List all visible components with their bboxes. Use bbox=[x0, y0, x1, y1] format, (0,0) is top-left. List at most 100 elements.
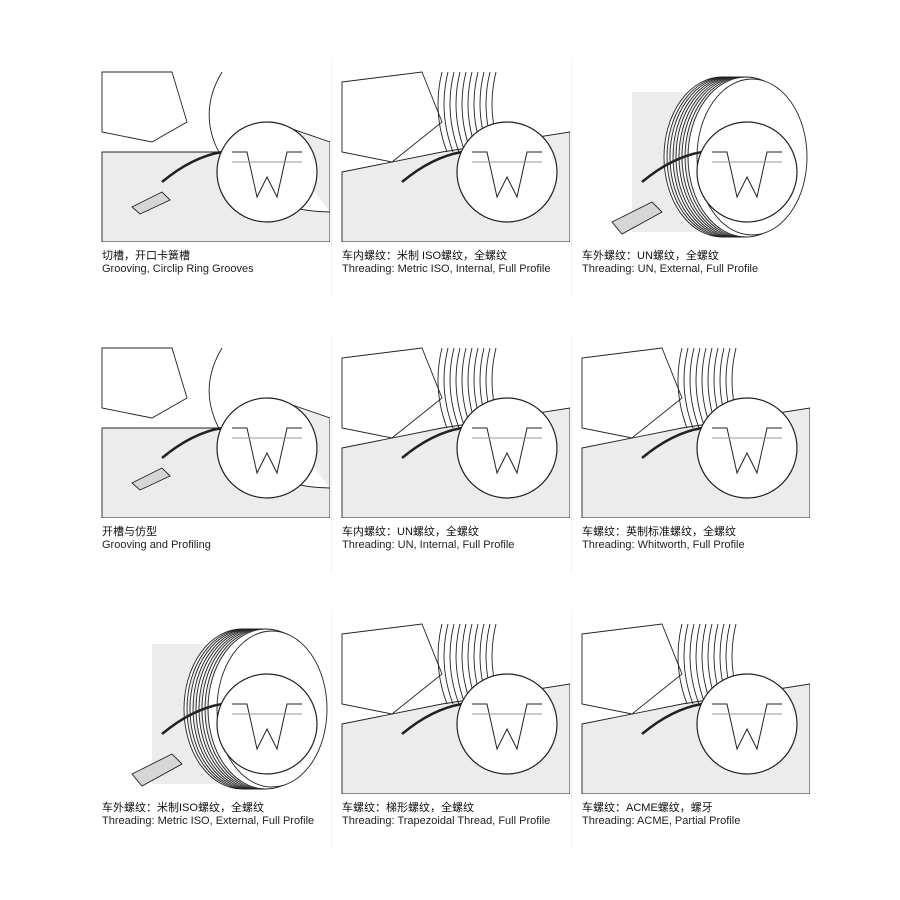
thread-profile bbox=[472, 703, 542, 751]
machining-illustration bbox=[581, 347, 810, 518]
insert bbox=[131, 191, 171, 215]
caption-zh: 车外螺纹：UN螺纹，全螺纹 bbox=[582, 250, 719, 262]
magnifier-circle bbox=[216, 397, 318, 499]
machining-illustration bbox=[581, 623, 810, 794]
caption-en: Threading: Trapezoidal Thread, Full Prof… bbox=[342, 815, 551, 827]
thread-profile bbox=[712, 703, 782, 751]
machining-illustration bbox=[341, 347, 570, 518]
tool-holder bbox=[101, 71, 188, 143]
thread-flank bbox=[677, 623, 688, 705]
machining-illustration bbox=[341, 71, 570, 242]
thread-flank bbox=[443, 71, 454, 153]
divider bbox=[571, 62, 572, 297]
tool-holder bbox=[341, 347, 443, 439]
thread-flank bbox=[695, 347, 706, 429]
tool-holder bbox=[581, 347, 683, 439]
divider bbox=[331, 614, 332, 849]
magnifier-circle bbox=[696, 673, 798, 775]
thread-flank bbox=[449, 347, 460, 429]
caption-en: Threading: UN, Internal, Full Profile bbox=[342, 539, 515, 551]
divider bbox=[331, 62, 332, 297]
caption-en: Grooving and Profiling bbox=[102, 539, 211, 551]
thread-flank bbox=[695, 623, 706, 705]
thread-profile bbox=[472, 151, 542, 199]
machining-illustration bbox=[341, 623, 570, 794]
caption-zh: 车外螺纹：米制ISO螺纹，全螺纹 bbox=[102, 802, 264, 814]
thread-profile bbox=[232, 427, 302, 475]
leader-line bbox=[641, 702, 703, 735]
magnifier-circle bbox=[456, 121, 558, 223]
caption-zh: 切槽，开口卡簧槽 bbox=[102, 250, 190, 262]
caption-zh: 车螺纹：梯形螺纹，全螺纹 bbox=[342, 802, 474, 814]
caption-zh: 车螺纹：英制标准螺纹，全螺纹 bbox=[582, 526, 736, 538]
tool-holder bbox=[131, 753, 183, 787]
tool-holder bbox=[341, 71, 443, 163]
caption-zh: 车内螺纹：UN螺纹，全螺纹 bbox=[342, 526, 479, 538]
leader-line bbox=[641, 426, 703, 459]
tool-holder bbox=[611, 201, 663, 235]
caption-en: Grooving, Circlip Ring Grooves bbox=[102, 263, 254, 275]
caption-en: Threading: ACME, Partial Profile bbox=[582, 815, 741, 827]
leader-line bbox=[401, 702, 463, 735]
caption-en: Threading: Whitworth, Full Profile bbox=[582, 539, 745, 551]
machining-illustration bbox=[101, 71, 330, 242]
thread-flank bbox=[689, 623, 700, 705]
thread-flank bbox=[455, 71, 466, 153]
machining-illustration bbox=[101, 347, 330, 518]
magnifier-circle bbox=[696, 397, 798, 499]
leader-line bbox=[401, 426, 463, 459]
thread-flank bbox=[677, 347, 688, 429]
caption-en: Threading: Metric ISO, External, Full Pr… bbox=[102, 815, 315, 827]
magnifier-circle bbox=[696, 121, 798, 223]
thread-flank bbox=[437, 71, 448, 153]
thread-flank bbox=[449, 623, 460, 705]
tool-holder bbox=[101, 347, 188, 419]
caption-zh: 车内螺纹：米制 ISO螺纹，全螺纹 bbox=[342, 250, 508, 262]
leader-line bbox=[161, 426, 223, 459]
caption-zh: 开槽与仿型 bbox=[102, 526, 157, 538]
magnifier-circle bbox=[456, 397, 558, 499]
caption-zh: 车螺纹：ACME螺纹，螺牙 bbox=[582, 802, 713, 814]
thread-profile bbox=[712, 151, 782, 199]
magnifier-circle bbox=[216, 673, 318, 775]
thread-profile bbox=[712, 427, 782, 475]
thread-flank bbox=[455, 623, 466, 705]
machining-illustration bbox=[611, 76, 808, 238]
thread-flank bbox=[683, 347, 694, 429]
leader-line bbox=[641, 150, 703, 183]
leader-line bbox=[401, 150, 463, 183]
thread-flank bbox=[455, 347, 466, 429]
caption-en: Threading: UN, External, Full Profile bbox=[582, 263, 759, 275]
tool-holder bbox=[581, 623, 683, 715]
divider bbox=[571, 614, 572, 849]
thread-flank bbox=[683, 623, 694, 705]
divider bbox=[331, 338, 332, 573]
thread-flank bbox=[449, 71, 460, 153]
thread-flank bbox=[443, 623, 454, 705]
thread-flank bbox=[689, 347, 700, 429]
leader-line bbox=[161, 702, 223, 735]
thread-flank bbox=[437, 347, 448, 429]
thread-profile bbox=[472, 427, 542, 475]
thread-flank bbox=[437, 623, 448, 705]
caption-en: Threading: Metric ISO, Internal, Full Pr… bbox=[342, 263, 551, 275]
thread-flank bbox=[443, 347, 454, 429]
tool-holder bbox=[341, 623, 443, 715]
leader-line bbox=[161, 150, 223, 183]
magnifier-circle bbox=[216, 121, 318, 223]
thread-profile bbox=[232, 703, 302, 751]
insert bbox=[131, 467, 171, 491]
magnifier-circle bbox=[456, 673, 558, 775]
machining-illustration bbox=[131, 628, 328, 790]
divider bbox=[571, 338, 572, 573]
thread-profile bbox=[232, 151, 302, 199]
